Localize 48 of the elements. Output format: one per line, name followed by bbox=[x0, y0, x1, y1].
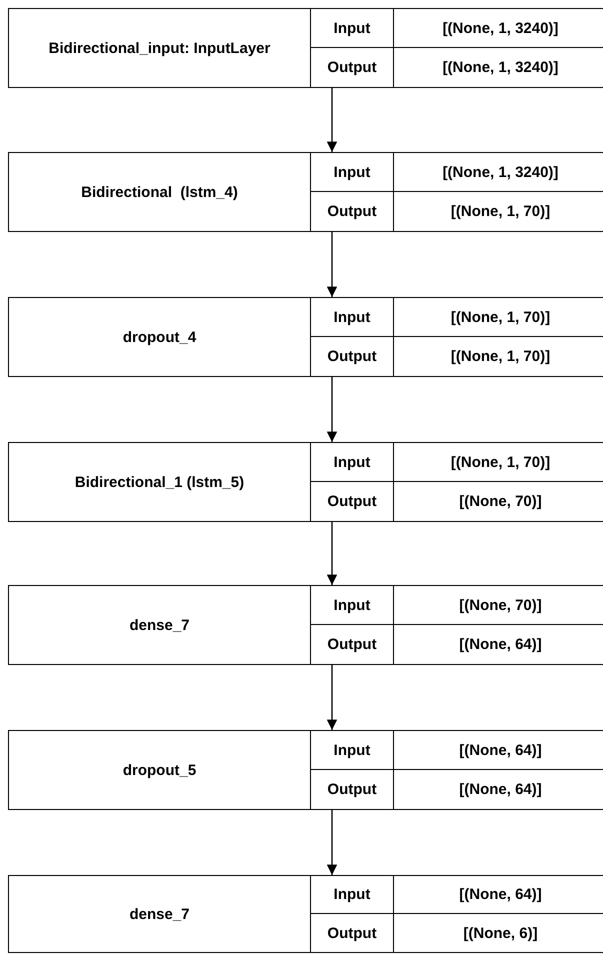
shape-value: [(None, 1, 3240)] bbox=[442, 58, 560, 78]
layer-box bbox=[8, 585, 603, 665]
layer-box bbox=[8, 875, 603, 953]
layer-name: dropout_5 bbox=[9, 731, 311, 809]
shape-value: [(None, 64)] bbox=[394, 731, 603, 770]
shape-value: [(None, 1, 70)] bbox=[450, 347, 552, 367]
layer-name: Bidirectional_1 (lstm_5) bbox=[9, 443, 311, 521]
layer-box bbox=[8, 297, 603, 377]
shape-value: [(None, 64)] bbox=[458, 780, 543, 800]
port-label: Input bbox=[311, 876, 394, 914]
port-label: Output bbox=[311, 625, 394, 664]
shape-value: [(None, 1, 3240)] bbox=[394, 153, 603, 192]
shape-value: [(None, 1, 70)] bbox=[450, 202, 552, 222]
arrow bbox=[326, 522, 338, 585]
arrow bbox=[326, 88, 338, 152]
port-label: Output bbox=[311, 48, 394, 87]
port-label: Input bbox=[311, 9, 394, 48]
arrow bbox=[326, 665, 338, 730]
layer-box bbox=[8, 730, 603, 810]
layer-name: dense_7 bbox=[9, 586, 311, 664]
port-label: Input bbox=[311, 298, 394, 337]
layer-name: Bidirectional_input: InputLayer bbox=[9, 9, 311, 87]
layer-box bbox=[8, 152, 603, 232]
shape-value: [(None, 70)] bbox=[458, 492, 543, 512]
port-label: Output bbox=[311, 337, 394, 376]
shape-value: [(None, 64)] bbox=[394, 876, 603, 914]
port-label: Output bbox=[311, 770, 394, 809]
arrow bbox=[326, 810, 338, 875]
port-label: Output bbox=[311, 192, 394, 231]
layer-name: dropout_4 bbox=[9, 298, 311, 376]
port-label: Output bbox=[311, 914, 394, 952]
arrow bbox=[326, 232, 338, 297]
port-label: Output bbox=[311, 482, 394, 521]
shape-value: [(None, 1, 70)] bbox=[394, 298, 603, 337]
port-label: Input bbox=[311, 443, 394, 482]
layer-name: Bidirectional (lstm_4) bbox=[9, 153, 311, 231]
port-label: Input bbox=[311, 586, 394, 625]
port-label: Input bbox=[311, 731, 394, 770]
shape-value: [(None, 1, 3240)] bbox=[394, 9, 603, 48]
arrow bbox=[326, 377, 338, 442]
shape-value: [(None, 70)] bbox=[394, 586, 603, 625]
shape-value: [(None, 64)] bbox=[458, 635, 543, 655]
shape-value: [(None, 1, 70)] bbox=[394, 443, 603, 482]
shape-value: [(None, 6)] bbox=[462, 924, 539, 944]
layer-name: dense_7 bbox=[9, 876, 311, 952]
layer-box bbox=[8, 8, 603, 88]
layer-box bbox=[8, 442, 603, 522]
port-label: Input bbox=[311, 153, 394, 192]
